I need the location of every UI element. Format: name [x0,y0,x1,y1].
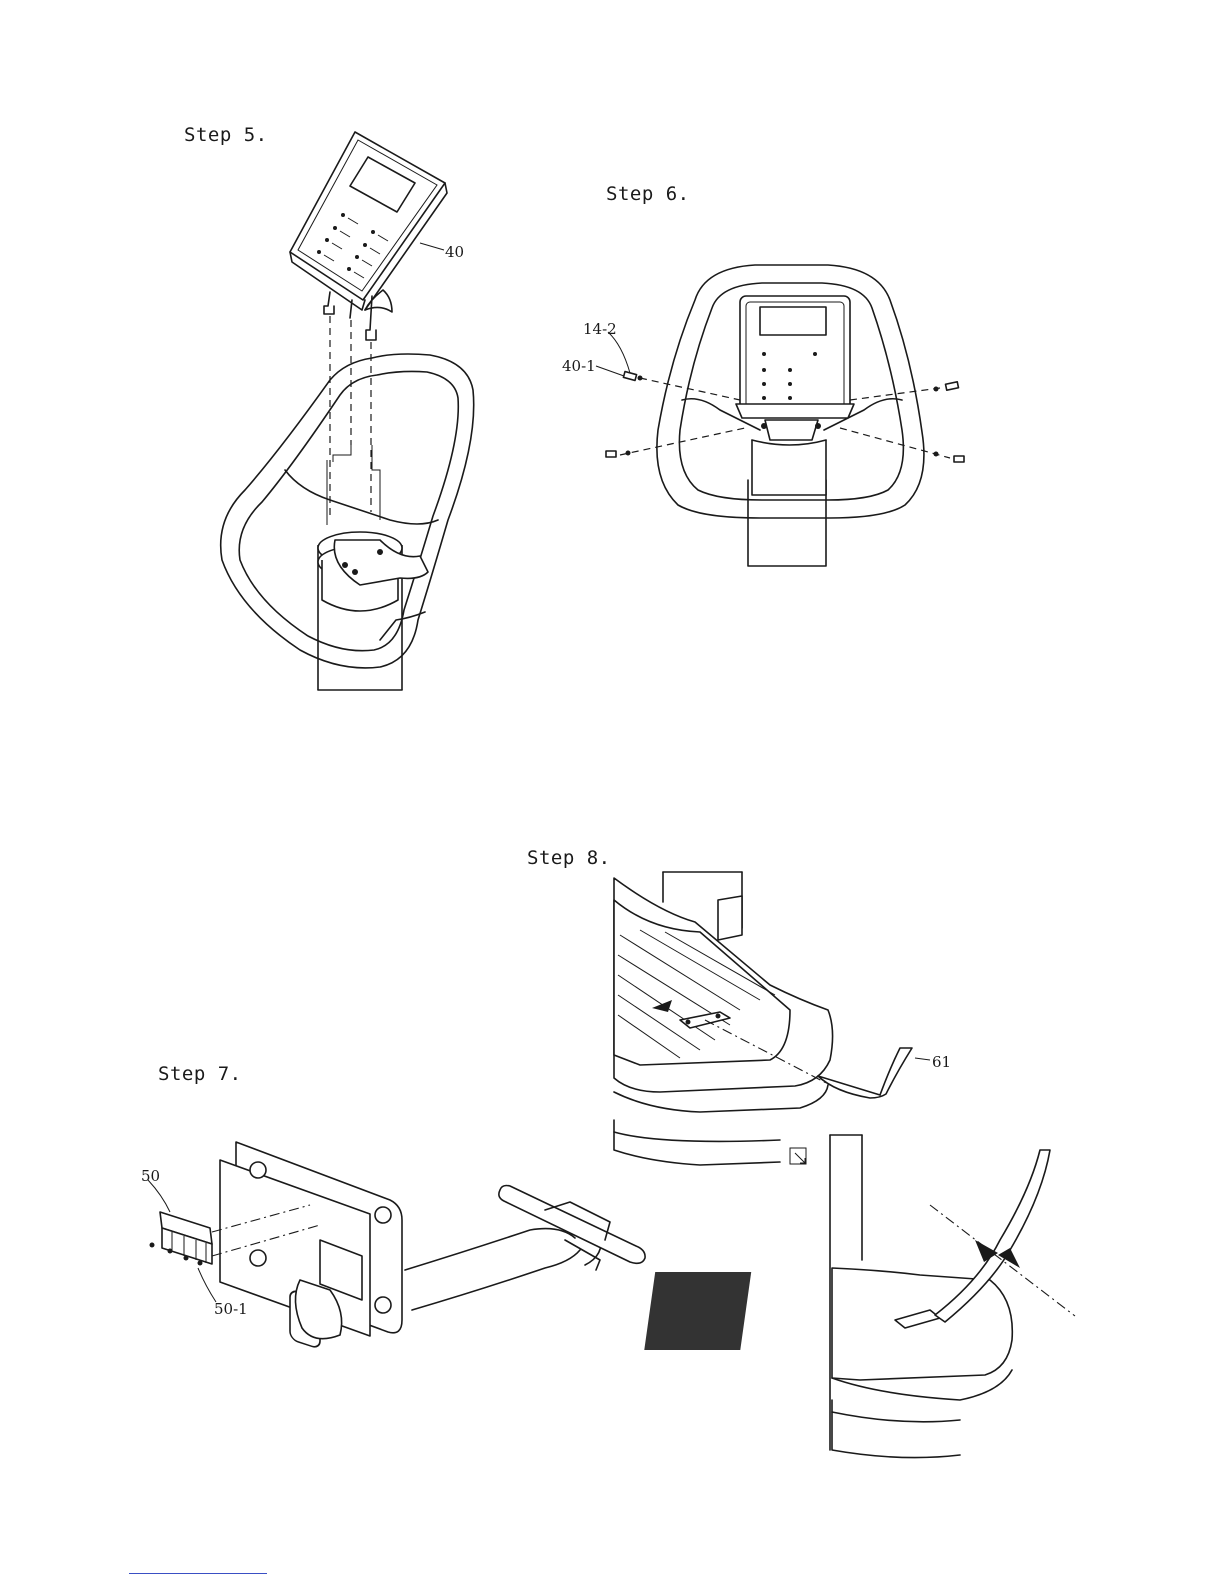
handlebar-loop [221,354,474,668]
step-5-illustration [221,132,474,690]
step6-display [760,307,826,335]
step-6-illustration [596,265,964,566]
strap-61 [818,1048,912,1098]
step-8-illustration [614,872,1075,1458]
footer-link-rule [129,1573,267,1574]
step-7-illustration [148,1142,645,1349]
